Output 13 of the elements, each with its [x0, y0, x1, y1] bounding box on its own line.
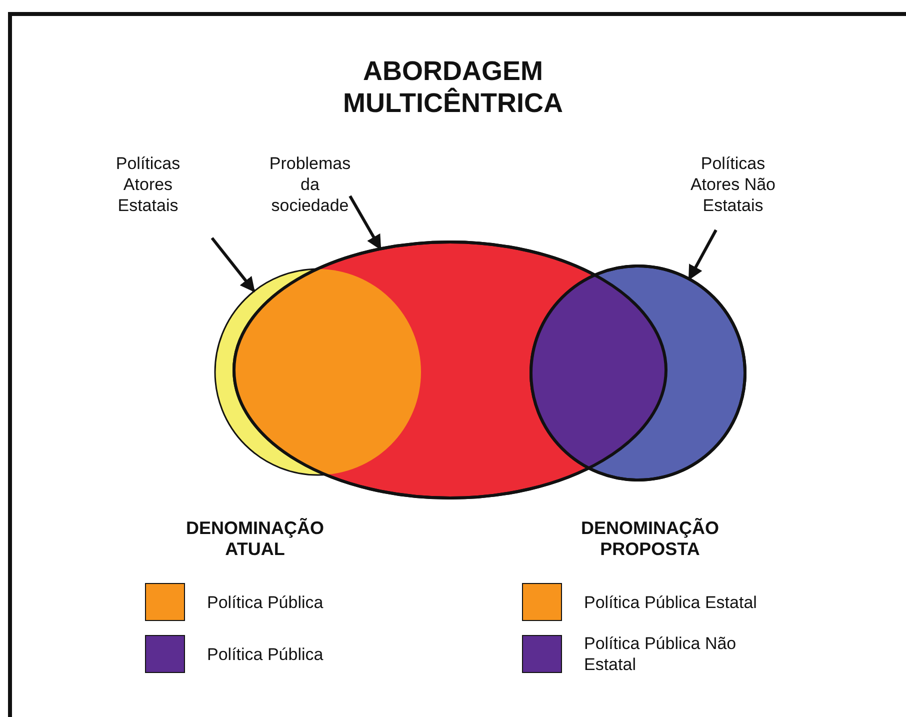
- arrow: [348, 195, 382, 250]
- arrow: [688, 229, 718, 280]
- legend-label: Política Pública Não Estatal: [584, 633, 738, 675]
- legend-label: Política Pública Estatal: [584, 592, 758, 612]
- legend-label: Política Pública: [207, 592, 324, 612]
- legend-label: Política Pública: [207, 644, 324, 664]
- arrow: [210, 237, 256, 292]
- callout-text: Políticas Atores Estatais: [103, 153, 193, 216]
- callout-text: Políticas Atores Não Estatais: [683, 153, 783, 216]
- title: ABORDAGEM MULTICÊNTRICA: [342, 55, 564, 119]
- legend-heading: DENOMINAÇÃO PROPOSTA: [580, 518, 720, 560]
- legend-heading: DENOMINAÇÃO ATUAL: [185, 518, 325, 560]
- callout-text: Problemas da sociedade: [265, 153, 355, 216]
